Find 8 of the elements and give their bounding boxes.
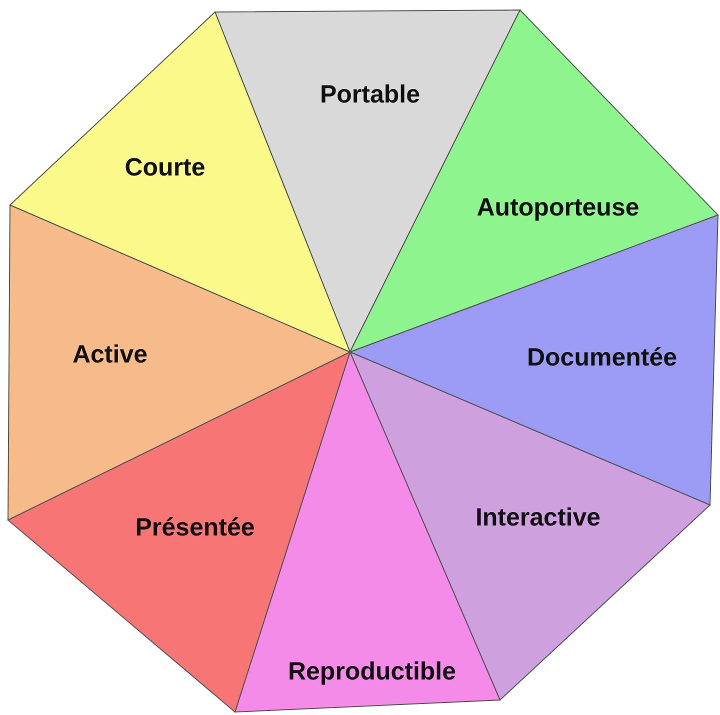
segment-label: Interactive [475,504,601,532]
segment-label: Documentée [526,344,678,372]
segment-label: Courte [124,154,206,182]
segment-label: Reproductible [288,658,456,686]
segment-label: Portable [320,80,420,110]
segment-label: Présentée [135,514,255,542]
segment-label: Autoporteuse [476,194,640,222]
segment-label: Active [72,340,148,370]
